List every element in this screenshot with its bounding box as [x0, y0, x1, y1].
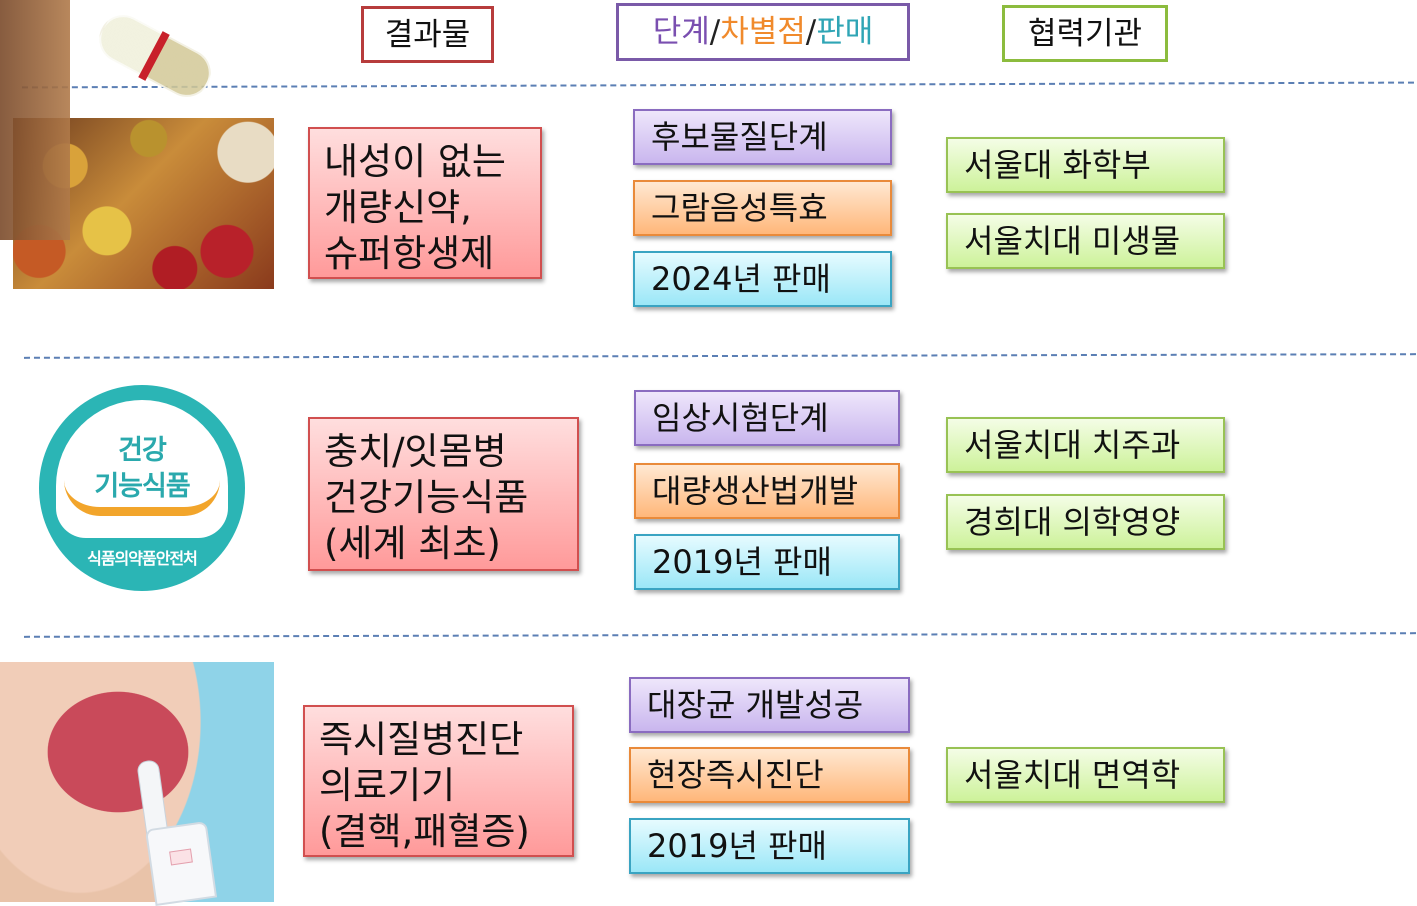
partner-box-3a: 서울치대 면역학	[946, 747, 1225, 803]
feature-label: 대량생산법개발	[652, 472, 859, 510]
partner-box-2a: 서울치대 치주과	[946, 417, 1225, 473]
stage-label: 대장균 개발성공	[647, 686, 864, 724]
stage-label: 후보물질단계	[651, 118, 828, 156]
stage-box-1: 후보물질단계	[633, 109, 892, 165]
result-box-1: 내성이 없는 개량신약, 슈퍼항생제	[308, 127, 542, 279]
header-partner-label: 협력기관	[1027, 16, 1143, 52]
result-line: 의료기기	[319, 764, 456, 807]
result-line: 내성이 없는	[324, 140, 506, 183]
result-line: (세계 최초)	[324, 522, 501, 565]
sale-box-2: 2019년 판매	[634, 534, 900, 590]
partner-box-1a: 서울대 화학부	[946, 137, 1225, 193]
feature-label: 현장즉시진단	[647, 756, 824, 794]
stage-box-3: 대장균 개발성공	[629, 677, 910, 733]
stage-box-2: 임상시험단계	[634, 390, 900, 446]
result-line: 건강기능식품	[324, 476, 529, 519]
partner-label: 서울치대 면역학	[964, 756, 1181, 794]
partner-box-1b: 서울치대 미생물	[946, 213, 1225, 269]
header-slash-2: /	[805, 14, 817, 50]
badge-footer: 식품의약품안전처	[87, 549, 198, 568]
result-box-3: 즉시질병진단 의료기기 (결핵,패혈증)	[303, 705, 574, 857]
header-stage-label: 단계	[652, 14, 710, 50]
separator-1	[22, 81, 1414, 89]
stage-label: 임상시험단계	[652, 399, 829, 437]
saliva-test-photo	[0, 662, 274, 902]
feature-box-1: 그람음성특효	[633, 180, 892, 236]
header-result-label: 결과물	[384, 17, 471, 53]
badge-line-1: 건강	[118, 435, 167, 466]
separator-2	[23, 353, 1417, 359]
result-box-2: 충치/잇몸병 건강기능식품 (세계 최초)	[308, 417, 579, 571]
partner-label: 서울치대 미생물	[964, 222, 1181, 260]
partner-box-2b: 경희대 의학영양	[946, 494, 1225, 550]
hair-shape	[0, 0, 70, 240]
separator-3	[23, 632, 1417, 638]
sale-label: 2024년 판매	[651, 260, 831, 298]
result-line: (결핵,패혈증)	[319, 810, 530, 853]
header-partner: 협력기관	[1002, 5, 1168, 62]
result-line: 충치/잇몸병	[324, 430, 507, 473]
sale-box-3: 2019년 판매	[629, 818, 910, 874]
partner-label: 서울치대 치주과	[964, 426, 1181, 464]
partner-label: 경희대 의학영양	[964, 503, 1181, 541]
header-sale-label: 판매	[816, 14, 874, 50]
result-line: 즉시질병진단	[319, 718, 524, 761]
sale-label: 2019년 판매	[647, 827, 827, 865]
badge-arc	[64, 480, 220, 516]
feature-box-2: 대량생산법개발	[634, 463, 900, 519]
header-slash-1: /	[709, 14, 721, 50]
header-feature-label: 차별점	[720, 14, 806, 50]
result-line: 개량신약,	[324, 186, 472, 229]
header-result: 결과물	[361, 6, 494, 63]
sale-box-1: 2024년 판매	[633, 251, 892, 307]
feature-label: 그람음성특효	[651, 189, 828, 227]
result-line: 슈퍼항생제	[324, 232, 495, 275]
header-stage-feature-sale: 단계/차별점/판매	[616, 3, 910, 61]
feature-box-3: 현장즉시진단	[629, 747, 910, 803]
partner-label: 서울대 화학부	[964, 146, 1151, 184]
sale-label: 2019년 판매	[652, 543, 832, 581]
